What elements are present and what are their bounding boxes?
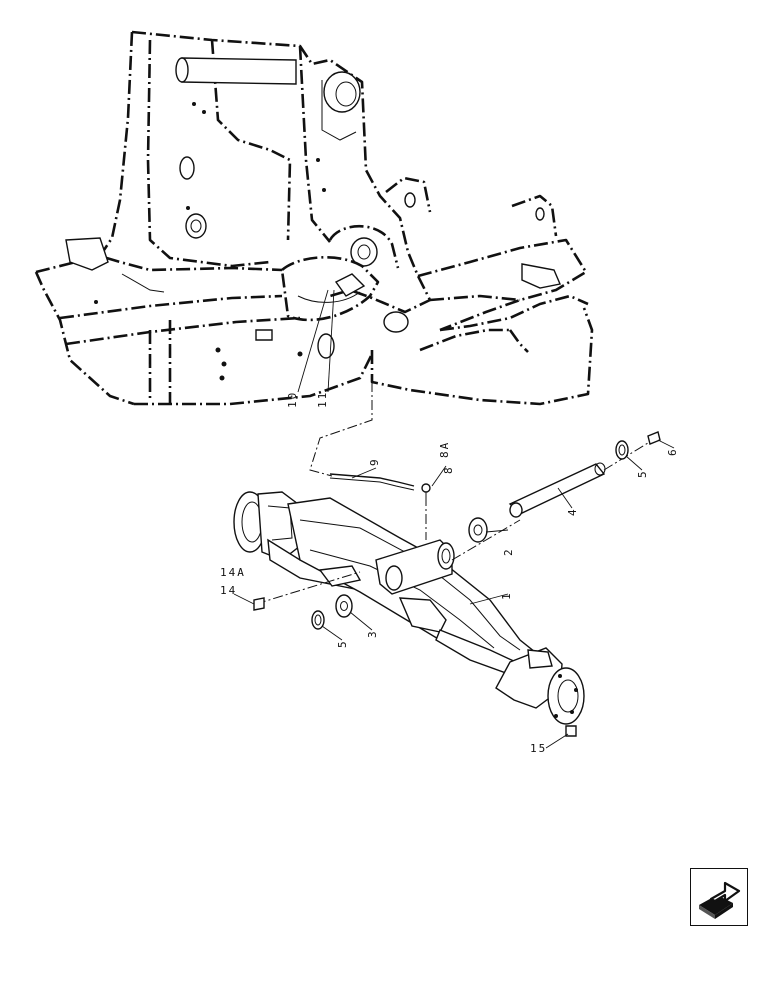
callout-11: 11: [316, 391, 329, 408]
callout-labels: 10 11 9 8A 8 4 5 6 2 1 3 5 14A 14 15: [220, 391, 679, 755]
callout-5-left: 5: [336, 639, 349, 648]
leader-lines: [233, 289, 675, 749]
callout-3: 3: [366, 629, 379, 638]
loose-parts: [253, 431, 661, 737]
arrow-forward-icon: [699, 881, 741, 919]
next-page-button[interactable]: [690, 868, 748, 926]
callout-5-right: 5: [636, 469, 649, 478]
callout-15: 15: [530, 742, 547, 755]
chassis-frame: [34, 30, 594, 406]
callout-14A: 14A: [220, 566, 246, 579]
callout-8: 8: [442, 465, 455, 474]
callout-9: 9: [368, 457, 381, 466]
callout-10: 10: [286, 391, 299, 408]
callout-2: 2: [502, 547, 515, 556]
callout-14: 14: [220, 584, 237, 597]
callout-4: 4: [566, 507, 579, 516]
callout-8A: 8A: [438, 441, 451, 458]
callout-1: 1: [500, 591, 513, 600]
callout-6: 6: [666, 447, 679, 456]
hose-routing: [309, 382, 427, 540]
front-axle: [233, 491, 585, 725]
